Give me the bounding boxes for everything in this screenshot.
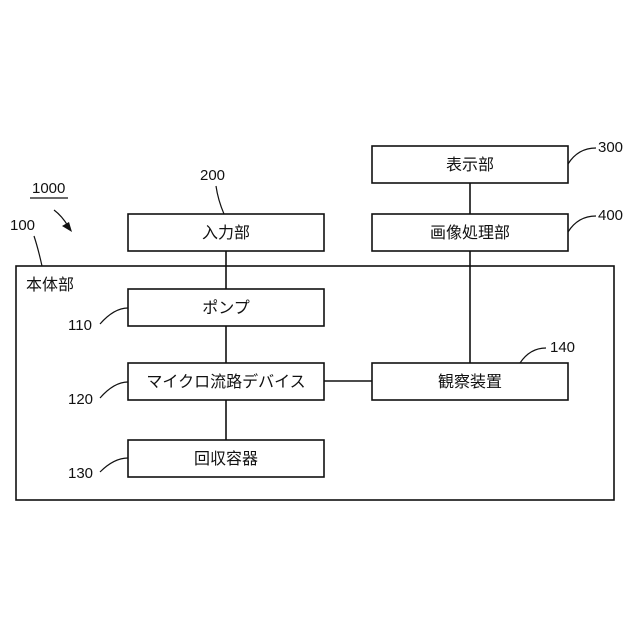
input-block-label: 入力部 bbox=[202, 223, 250, 242]
main-body-ref: 100 bbox=[10, 217, 35, 234]
system-ref: 1000 bbox=[32, 180, 65, 197]
observer-block-ref: 140 bbox=[550, 339, 575, 356]
main-body-leader bbox=[34, 236, 42, 266]
processing-block-label: 画像処理部 bbox=[430, 223, 510, 242]
input-block-ref: 200 bbox=[200, 167, 225, 184]
display-block-label: 表示部 bbox=[446, 155, 494, 174]
observer-block-label: 観察装置 bbox=[438, 372, 502, 391]
pump-block-ref: 110 bbox=[68, 317, 92, 334]
device-block-leader bbox=[100, 382, 128, 398]
container-block-ref: 130 bbox=[68, 465, 93, 482]
container-block-label: 回収容器 bbox=[194, 449, 258, 468]
device-block-ref: 120 bbox=[68, 391, 93, 408]
display-block-ref: 300 bbox=[598, 139, 623, 156]
system-ref-arrow-line bbox=[54, 210, 68, 226]
display-block-leader bbox=[568, 148, 596, 164]
main-body-label: 本体部 bbox=[26, 275, 74, 294]
device-block-label: マイクロ流路デバイス bbox=[146, 372, 305, 391]
container-block-leader bbox=[100, 458, 128, 472]
pump-block-leader bbox=[100, 308, 128, 324]
processing-block-ref: 400 bbox=[598, 207, 623, 224]
observer-block-leader bbox=[520, 348, 546, 363]
input-block-leader bbox=[216, 186, 224, 214]
system-ref-arrow-head bbox=[62, 222, 72, 232]
processing-block-leader bbox=[568, 216, 596, 232]
pump-block-label: ポンプ bbox=[202, 298, 250, 317]
